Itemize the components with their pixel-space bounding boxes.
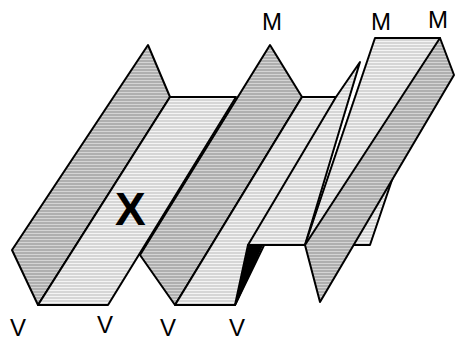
fold-label: V (160, 316, 176, 340)
cross-mark: X (115, 186, 146, 232)
fold-label: V (97, 313, 113, 337)
fold-label: V (229, 316, 245, 340)
fold-shadow (235, 245, 262, 305)
fold-label: M (262, 10, 282, 34)
fold-label: M (371, 10, 391, 34)
fold-face (305, 38, 454, 302)
fold-label: V (10, 316, 26, 340)
fold-label: M (428, 8, 448, 32)
